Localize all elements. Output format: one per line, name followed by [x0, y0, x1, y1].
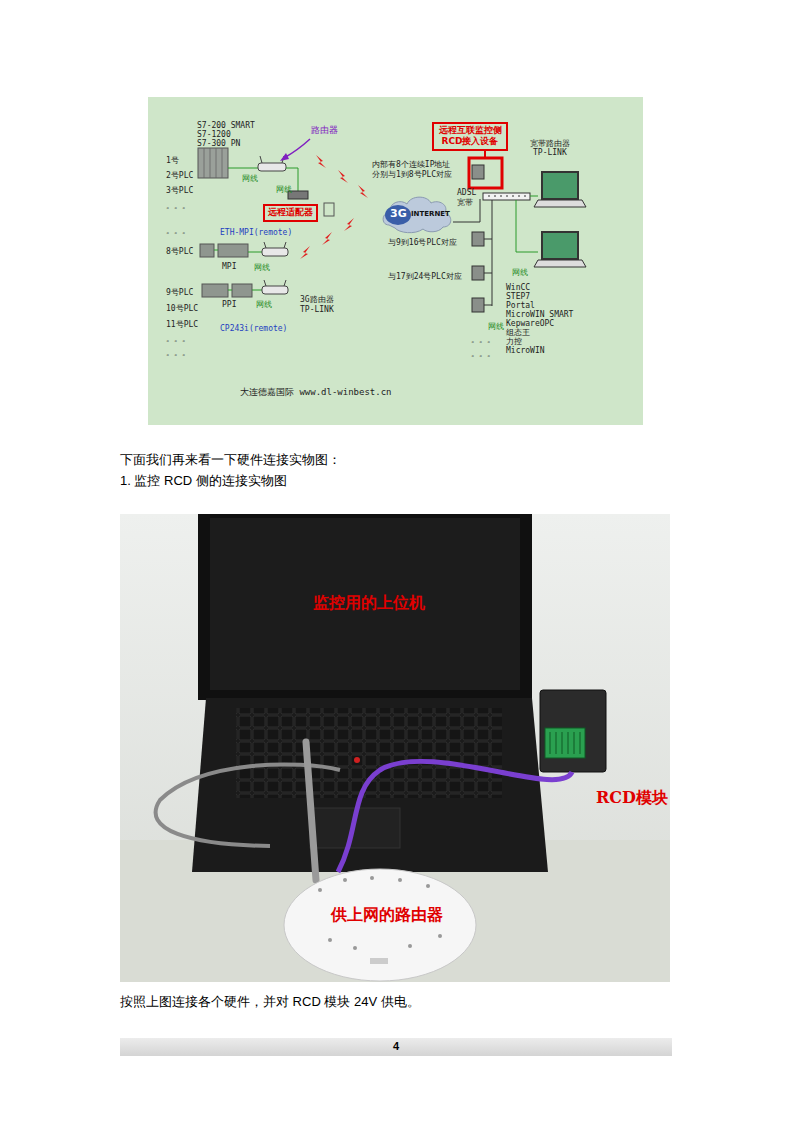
label-text: MicroWIN — [506, 346, 545, 356]
label-text: 2号PLC — [166, 171, 193, 181]
label-text: PPI — [222, 300, 236, 310]
label-text: 3号PLC — [166, 186, 193, 196]
label-text: 按照上图连接各个硬件，并对 RCD 模块 24V 供电。 — [120, 994, 420, 1010]
label-text: S7-1200 — [197, 130, 231, 140]
label-text: 与17到24号PLC对应 — [388, 272, 462, 282]
label-text: TP-LINK — [533, 148, 567, 158]
label-text: 下面我们再来看一下硬件连接实物图： — [120, 452, 341, 468]
label-text: 路由器 — [311, 125, 338, 136]
label-text: 4 — [393, 1040, 399, 1053]
label-text: 网线 — [512, 268, 528, 278]
node-text: 3G — [390, 207, 407, 220]
label-text: MicroWIN SMART — [506, 310, 573, 320]
label-text: 9号PLC — [166, 288, 193, 298]
label-text: RCD模块 — [596, 788, 668, 807]
label-text: 网线 — [256, 300, 272, 310]
label-text: WinCC — [506, 283, 530, 293]
label-text: 。。。 — [166, 348, 190, 358]
label-text: 网线 — [254, 263, 270, 273]
label-text: ETH-MPI(remote) — [220, 228, 292, 238]
label-text: 10号PLC — [166, 304, 198, 314]
label-text: 1号 — [166, 156, 179, 166]
label-text: 1. 监控 RCD 侧的连接实物图 — [120, 473, 287, 489]
label-text: CP243i(remote) — [220, 324, 287, 334]
label-text: 网线 — [242, 174, 258, 184]
label-text: 11号PLC — [166, 320, 198, 330]
callout-box: 远程适配器 — [263, 204, 318, 222]
label-text: 供上网的路由器 — [331, 905, 443, 924]
label-text: 。。。 — [166, 226, 190, 236]
label-text: 网线 — [488, 322, 504, 332]
internet-cloud: 3G INTERNET — [381, 193, 453, 235]
label-text: 。。。 — [471, 335, 495, 345]
label-text: S7-300 PN — [197, 139, 240, 149]
label-text: S7-200 SMART — [197, 121, 255, 131]
node-text: 远程互联监控侧 RCD接入设备 — [437, 125, 503, 147]
label-text: 监控用的上位机 — [313, 593, 425, 612]
label-text: 与9到16号PLC对应 — [388, 238, 457, 248]
label-text: ADSL 宽带 — [457, 188, 479, 207]
label-text: 网线 — [276, 185, 292, 195]
callout-box: 远程互联监控侧 RCD接入设备 — [432, 122, 508, 151]
label-text: TP-LINK — [300, 305, 334, 315]
label-text: STEP7 — [506, 292, 530, 302]
label-text: 宽带路由器 — [530, 139, 570, 149]
label-text: 力控 — [506, 337, 522, 347]
label-text: 大连德嘉国际 www.dl-winbest.cn — [240, 387, 392, 398]
label-text: 内部有8个连续IP地址 分别与1到8号PLC对应 — [372, 160, 464, 179]
label-text: KepwareOPC — [506, 319, 554, 329]
label-text: MPI — [222, 262, 236, 272]
node-text: 远程适配器 — [268, 207, 313, 218]
label-text: 3G路由器 — [300, 295, 334, 305]
node-text: INTERNET — [411, 210, 450, 218]
label-text: 。。。 — [471, 349, 495, 359]
label-text: Portal — [506, 301, 535, 311]
label-text: 组态王 — [506, 328, 530, 338]
label-text: 。。。 — [166, 201, 190, 211]
label-text: 8号PLC — [166, 247, 193, 257]
label-text: 。。。 — [166, 334, 190, 344]
